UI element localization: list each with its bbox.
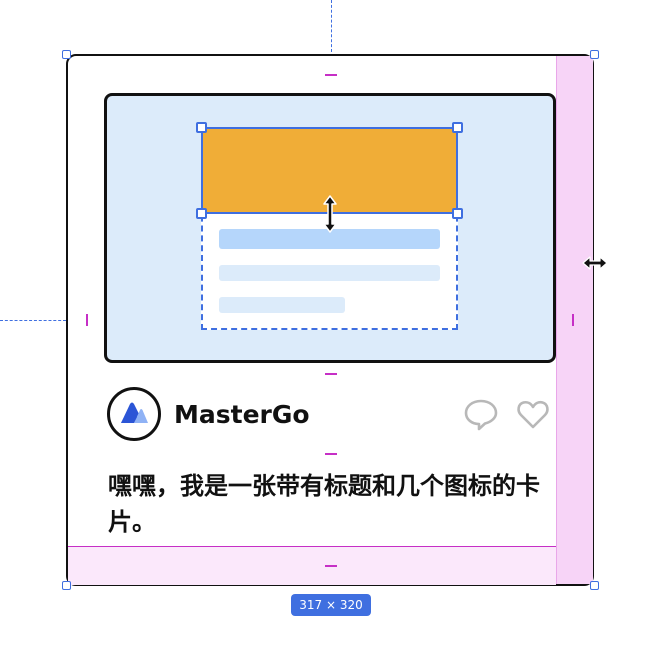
spacing-tick-right (572, 314, 574, 326)
handle-top-right[interactable] (452, 122, 463, 133)
heart-icon[interactable] (515, 396, 551, 432)
placeholder-bar-1 (219, 229, 440, 249)
spacing-tick-bottom (325, 565, 337, 567)
mastergo-logo-icon (121, 402, 148, 423)
spacing-tick-hero-bottom (325, 373, 337, 375)
frame-handle-top-left[interactable] (62, 50, 71, 59)
frame-handle-bottom-right[interactable] (590, 581, 599, 590)
handle-bottom-left[interactable] (196, 208, 207, 219)
resize-horizontal-cursor-icon (582, 256, 608, 270)
spacing-tick-left (86, 314, 88, 326)
resize-vertical-cursor-icon (323, 195, 337, 233)
comment-icon[interactable] (463, 396, 499, 432)
padding-right-overlay (556, 56, 593, 584)
spacing-tick-top (325, 74, 337, 76)
card-description: 嘿嘿，我是一张带有标题和几个图标的卡片。 (108, 472, 540, 536)
frame-handle-top-right[interactable] (590, 50, 599, 59)
padding-bottom-overlay (68, 546, 556, 585)
avatar[interactable] (107, 387, 161, 441)
selection-size-badge: 317 × 320 (291, 594, 371, 616)
placeholder-bar-3 (219, 297, 345, 313)
handle-bottom-right[interactable] (452, 208, 463, 219)
spacing-tick-header-bottom (325, 453, 337, 455)
horizontal-guide-line (0, 320, 66, 321)
placeholder-bar-2 (219, 265, 440, 281)
handle-top-left[interactable] (196, 122, 207, 133)
frame-handle-bottom-left[interactable] (62, 581, 71, 590)
vertical-guide-line (331, 0, 332, 52)
brand-name: MasterGo (174, 400, 310, 429)
